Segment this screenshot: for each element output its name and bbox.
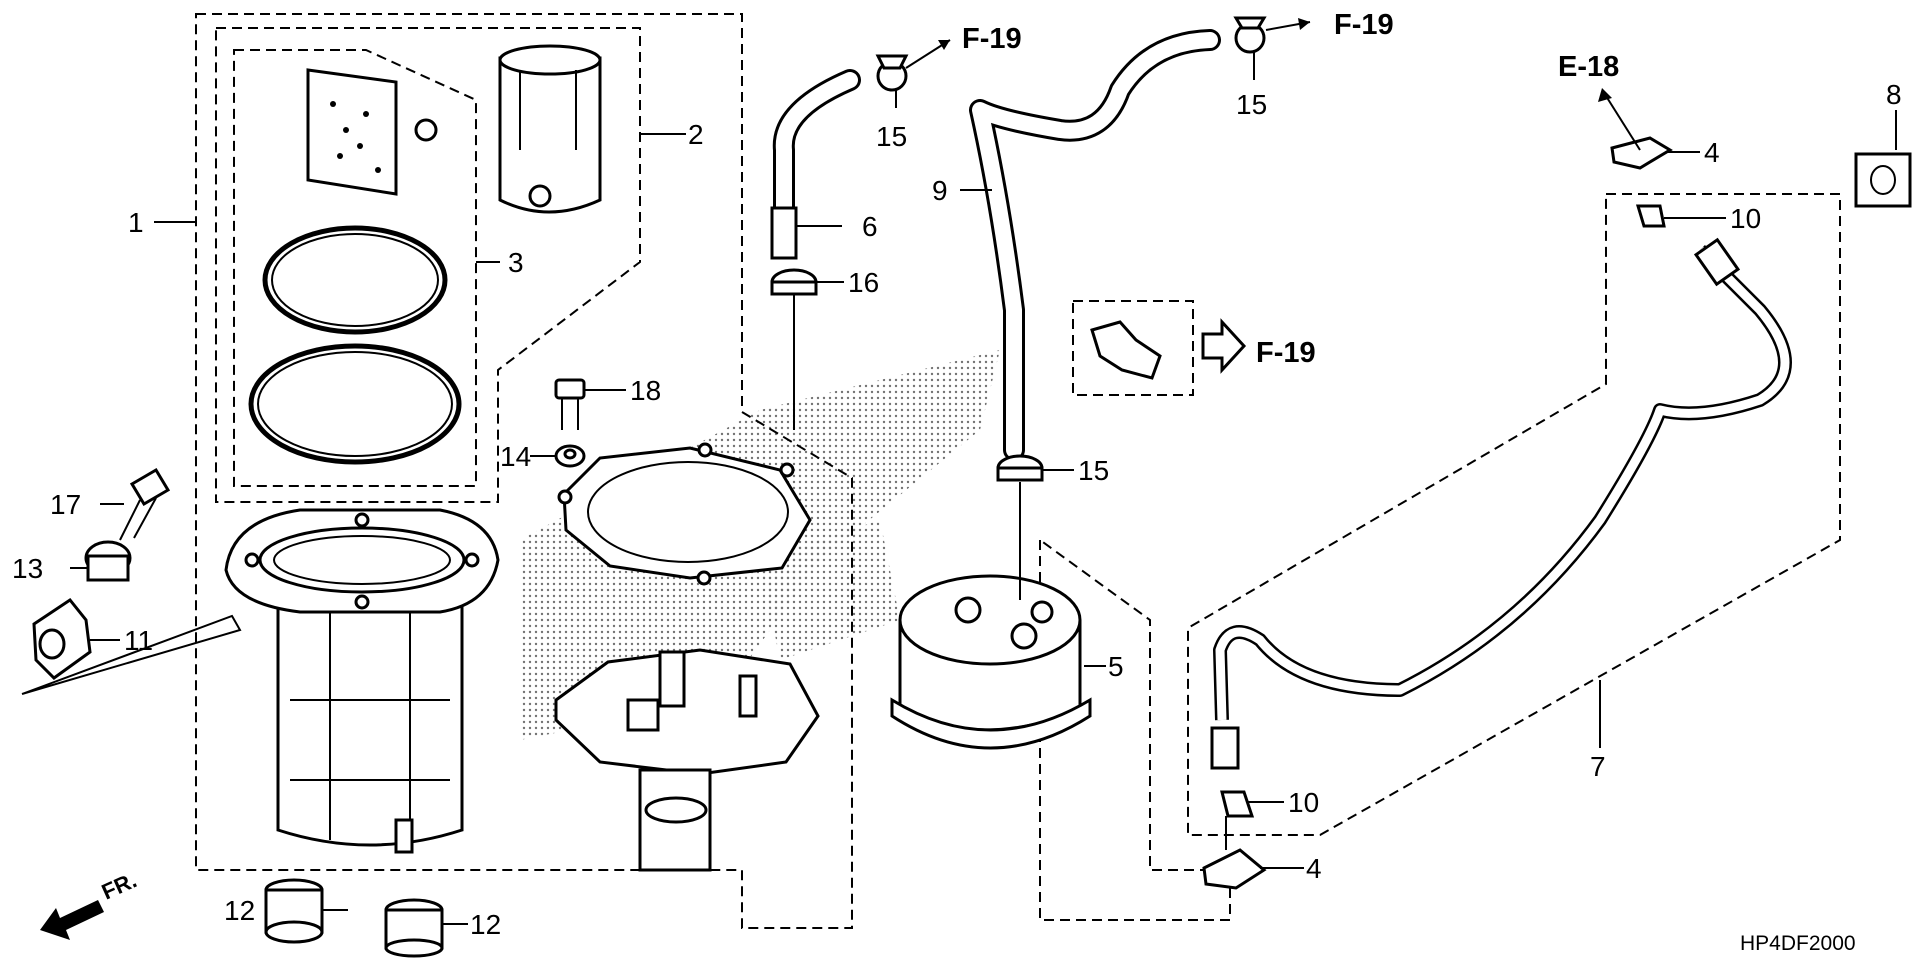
callout-17: 17 [50, 489, 81, 520]
callout-13: 13 [12, 553, 43, 584]
callout-1: 1 [128, 207, 144, 238]
grommet-12-right [384, 898, 444, 958]
base-gasket [557, 442, 812, 586]
callout-18: 18 [630, 375, 661, 406]
diagram-code: HP4DF2000 [1740, 932, 1856, 955]
assembly-outline-filter-group [1039, 539, 1231, 921]
callout-14: 14 [500, 441, 531, 472]
ref-f19-top-left: F-19 [962, 23, 1022, 55]
callout-10-top: 10 [1730, 203, 1761, 234]
callout-4-top: 4 [1704, 137, 1720, 168]
washer-14 [554, 444, 586, 468]
callout-2: 2 [688, 119, 704, 150]
clip-10-top [1635, 204, 1666, 228]
callout-6: 6 [862, 211, 878, 242]
assembly-outline-2 [215, 27, 641, 503]
grommet-8 [1854, 152, 1912, 208]
callout-8: 8 [1886, 79, 1902, 110]
clamp-15-lower [996, 454, 1044, 482]
callout-12-left: 12 [224, 895, 255, 926]
assembly-outline-7 [1187, 193, 1841, 836]
callout-9: 9 [932, 175, 948, 206]
callout-labels: 1 2 3 4 4 5 6 7 8 9 10 10 11 12 12 13 14… [12, 79, 1902, 940]
clamp-15-top-left [875, 54, 909, 92]
assembly-outline-3 [233, 49, 477, 487]
leader-lines [21, 18, 1897, 925]
grommet-11 [32, 597, 92, 680]
clip-10-bottom [1220, 790, 1255, 818]
callout-15-top-right: 15 [1236, 89, 1267, 120]
collar-13 [84, 540, 132, 582]
pump-strainer-bracket [498, 44, 602, 214]
grommet-12-left [264, 878, 324, 944]
front-direction-arrow [40, 900, 104, 940]
callout-11: 11 [124, 625, 153, 656]
front-direction-label: FR. [98, 867, 141, 904]
ref-e18: E-18 [1558, 51, 1619, 83]
callout-3: 3 [508, 247, 524, 278]
clamp-16 [770, 268, 818, 296]
hose-9 [969, 29, 1221, 461]
clip-4-top [1610, 136, 1673, 170]
assembly-outline-1 [195, 13, 853, 929]
callout-10-bottom: 10 [1288, 787, 1319, 818]
reference-arrow-f19 [1201, 318, 1247, 374]
reference-codes: F-19 F-19 F-19 E-18 [962, 9, 1619, 369]
ref-f19-top-right: F-19 [1334, 9, 1394, 41]
clip-in-f19-box [1090, 320, 1162, 380]
callout-16: 16 [848, 267, 879, 298]
clamp-15-top-right [1233, 16, 1267, 54]
ref-f19-box: F-19 [1256, 337, 1316, 369]
fuel-filter [890, 574, 1092, 750]
callout-4-bottom: 4 [1306, 853, 1322, 884]
callout-7: 7 [1590, 751, 1606, 782]
o-ring-set [248, 68, 462, 465]
clip-4-bottom [1202, 848, 1267, 890]
callout-12-right: 12 [470, 909, 501, 940]
callout-15-lower: 15 [1078, 455, 1109, 486]
callout-15-top-left: 15 [876, 121, 907, 152]
tube-7 [1210, 237, 1792, 770]
hose-6 [770, 69, 861, 260]
callout-5: 5 [1108, 651, 1124, 682]
fuel-pump-assembly [224, 508, 500, 854]
assembly-outline-f19-clip [1072, 300, 1194, 396]
bolt-18 [554, 378, 586, 430]
pump-base-module [554, 648, 820, 872]
bolt-17 [119, 467, 171, 541]
